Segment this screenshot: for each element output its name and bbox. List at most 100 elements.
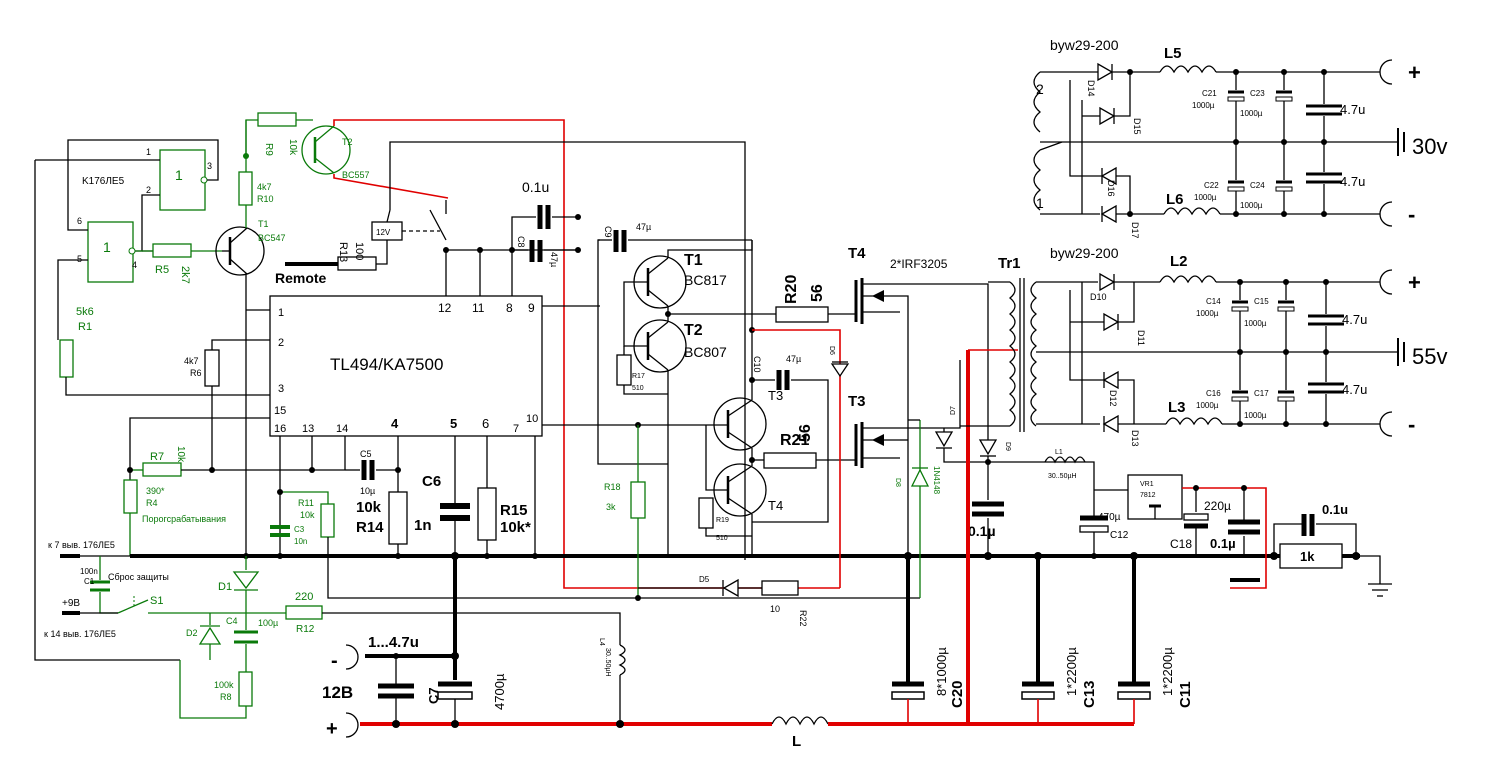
winding-2-label: 2 [1036,81,1044,97]
r22-value: 10 [770,604,780,614]
c11-ref: C11 [1177,681,1194,708]
c8-ref: C8 [516,236,526,248]
c7-ref: C7 [426,687,441,704]
c16-value: 1000µ [1196,401,1219,410]
t1-ref: T1 [684,252,703,269]
r14-value: 10k [356,499,382,516]
c3-ref: C3 [294,525,305,534]
t1b-ref: T1 [258,219,269,229]
r21-value: 56 [797,424,814,442]
l2-label: L2 [1170,253,1188,270]
t2b-ref: T2 [342,137,353,147]
pin14-label: к 14 выв. 176ЛЕ5 [44,629,116,639]
plus9-label: +9B [62,598,80,609]
input-12v-label: 12B [322,683,353,702]
r22-ref: R22 [798,610,808,627]
s1-label: S1 [150,595,163,607]
c10-ref: C10 [752,356,762,373]
r19-value: 510 [716,535,728,542]
c4-value: 100µ [258,618,278,628]
relay-label: 12V [376,228,391,237]
c24-value: 1000µ [1240,201,1263,210]
r12 [285,605,323,620]
r14 [388,491,408,545]
r5 [152,243,192,258]
d10-label: D10 [1090,292,1107,302]
d14-label: D14 [1086,80,1096,97]
ic-pin-16: 16 [274,423,286,435]
c6-ref: C6 [422,473,441,490]
c12-value: 470µ [1098,512,1121,523]
r17 [616,354,632,386]
logic-chip-label: K176ЛЕ5 [82,176,125,187]
d12-label: D12 [1108,390,1118,407]
d6-label: D6 [828,346,835,355]
d17-label: D17 [1130,222,1140,239]
ic-pin-12: 12 [438,301,452,315]
switch-s1[interactable] [117,596,210,614]
c55-b-value: 4.7u [1342,382,1367,397]
r18-value: 3k [606,502,616,512]
r8 [238,671,253,707]
r6-value: 4k7 [184,356,199,366]
ic-pin-15: 15 [274,405,286,417]
d15-label: D15 [1132,118,1142,135]
r12-ref: R12 [296,624,315,635]
d13-label: D13 [1130,430,1140,447]
c30-b-value: 4.7u [1340,174,1365,189]
r9-value: 10k [287,139,298,156]
logic-pin-1: 1 [146,147,151,157]
r4 [123,479,138,514]
c22-ref: C22 [1204,181,1219,190]
r10-ref: R10 [257,194,274,204]
ic-pin-1: 1 [278,307,284,319]
ic-pin-14: 14 [336,423,348,435]
out55-minus: - [1408,412,1415,437]
c14-value: 1000µ [1196,309,1219,318]
c21-value: 1000µ [1192,101,1215,110]
c12-ref: C12 [1110,530,1129,541]
d1-label: D1 [218,581,232,593]
transformer-30v-winding [1033,71,1042,211]
ic-pin-7: 7 [513,423,519,435]
r1 [59,339,74,378]
transformer-tr1 [960,278,1038,432]
c23-value: 1000µ [1240,109,1263,118]
mosfet-upper [854,278,908,324]
t2-ref: T2 [684,322,703,339]
logic-pin-5: 5 [77,254,82,264]
c10-value: 47µ [786,354,801,364]
c11-value: 1*2200µ [1160,647,1175,696]
r15 [477,487,497,541]
ic-pin-5: 5 [450,416,457,431]
r17-ref: R17 [632,373,645,380]
c17-ref: C17 [1254,389,1269,398]
r15-value: 10k* [500,519,531,536]
load-c-value: 0.1u [1322,502,1348,517]
r4-ref: R4 [146,498,158,508]
r18-ref: R18 [604,482,621,492]
r11-ref: R11 [298,498,314,508]
c30-a-value: 4.7u [1340,102,1365,117]
r7-value: 10k [175,446,186,463]
c21-ref: C21 [1202,89,1217,98]
input-plus-label: + [326,718,338,740]
out30-plus: + [1408,60,1421,85]
r12-value: 220 [295,591,313,603]
c18-value: 220µ [1204,499,1231,513]
transistor-t2-bc557 [301,125,351,175]
t1-type: BC817 [684,272,727,288]
r21 [763,452,817,469]
ic-label: TL494/KA7500 [330,355,443,374]
load-resistor [1279,543,1343,569]
r19-ref: R19 [716,517,729,524]
ic-pin-6: 6 [482,416,489,431]
r13-ref: R13 [337,242,349,262]
logic-gate-bottom: 1 [87,221,136,283]
r22 [761,580,799,596]
r1-value: 5k6 [76,306,94,318]
ic-pin-4: 4 [391,416,399,431]
c8-value: 47µ [549,252,559,267]
out55-label: 55v [1412,344,1447,369]
